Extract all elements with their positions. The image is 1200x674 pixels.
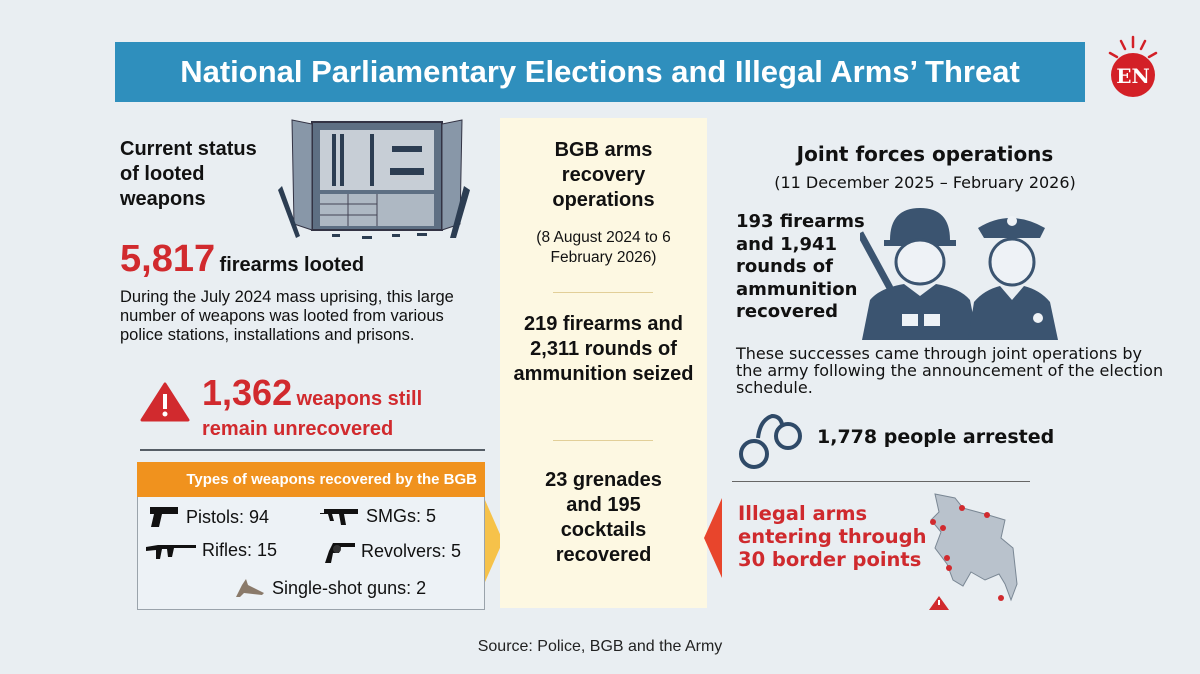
handcuffs-icon bbox=[739, 413, 802, 469]
en-logo: EN bbox=[1108, 35, 1158, 97]
weapon-types-heading: Types of weapons recovered by the BGB bbox=[137, 462, 485, 497]
weapon-type-label: Revolvers: 5 bbox=[361, 540, 462, 561]
people-arrested: 1,778 people arrested bbox=[817, 426, 1055, 448]
page-title: National Parliamentary Elections and Ill… bbox=[180, 54, 1020, 89]
weapon-type-rifles: Rifles: 15 bbox=[146, 539, 277, 561]
joint-forces-dates: (11 December 2025 – February 2026) bbox=[774, 173, 1076, 192]
weapon-type-label: Single-shot guns: 2 bbox=[272, 577, 427, 598]
looted-status-heading: Current status of looted weapons bbox=[120, 138, 257, 210]
unrecovered-label-2: remain unrecovered bbox=[202, 418, 394, 440]
arrow-left-icon bbox=[704, 498, 722, 578]
looted-description: During the July 2024 mass uprising, this… bbox=[120, 288, 454, 344]
looted-stat: 5,817 firearms looted bbox=[120, 238, 364, 281]
unrecovered-stat: 1,362 weapons still remain unrecovered bbox=[202, 375, 423, 444]
divider bbox=[140, 449, 485, 451]
divider bbox=[553, 292, 653, 293]
bgb-firearms-seized: 219 firearms and 2,311 rounds of ammunit… bbox=[513, 313, 694, 385]
weapon-type-single-shot: Single-shot guns: 2 bbox=[234, 577, 426, 599]
broken-safe-icon bbox=[278, 119, 470, 239]
bgb-dates: (8 August 2024 to 6 February 2026) bbox=[536, 229, 671, 266]
bgb-heading: BGB arms recovery operations bbox=[552, 139, 655, 211]
arrow-right-icon bbox=[485, 500, 503, 582]
joint-forces-description: These successes came through joint opera… bbox=[736, 344, 1164, 397]
weapon-type-label: Pistols: 94 bbox=[186, 506, 270, 527]
soldier-police-icon bbox=[860, 208, 1058, 340]
smg-icon bbox=[320, 509, 358, 525]
unrecovered-number: 1,362 bbox=[202, 372, 293, 413]
divider bbox=[732, 481, 1030, 482]
title-banner: National Parliamentary Elections and Ill… bbox=[115, 42, 1085, 102]
joint-forces-heading: Joint forces operations bbox=[796, 142, 1054, 166]
weapon-types-list: Pistols: 94 SMGs: 5 Rifles: 15 Revolvers… bbox=[137, 497, 485, 610]
weapon-type-label: Rifles: 15 bbox=[202, 539, 278, 560]
divider bbox=[553, 440, 653, 441]
weapon-type-revolvers: Revolvers: 5 bbox=[323, 537, 461, 565]
source-note: Source: Police, BGB and the Army bbox=[477, 638, 723, 655]
warning-icon bbox=[140, 382, 190, 422]
rifle-icon bbox=[146, 545, 196, 559]
looted-number: 5,817 bbox=[120, 238, 216, 280]
looted-label: firearms looted bbox=[219, 254, 365, 276]
unrecovered-label: weapons still bbox=[296, 388, 423, 410]
bangladesh-map-icon bbox=[929, 493, 1018, 610]
weapon-type-smgs: SMGs: 5 bbox=[320, 505, 436, 527]
pistol-icon bbox=[150, 507, 178, 527]
bgb-operations-panel: BGB arms recovery operations (8 August 2… bbox=[500, 118, 707, 608]
svg-text:EN: EN bbox=[1116, 64, 1150, 88]
bgb-grenades-recovered: 23 grenades and 195 cocktails recovered bbox=[545, 469, 662, 566]
revolver-icon bbox=[325, 543, 355, 563]
weapon-type-label: SMGs: 5 bbox=[366, 505, 437, 526]
single-shot-gun-icon bbox=[236, 579, 264, 597]
illegal-arms-entry: Illegal arms entering through 30 border … bbox=[738, 502, 927, 571]
weapon-type-pistols: Pistols: 94 bbox=[148, 505, 269, 529]
joint-forces-recovered: 193 firearms and 1,941 rounds of ammunit… bbox=[736, 211, 865, 322]
